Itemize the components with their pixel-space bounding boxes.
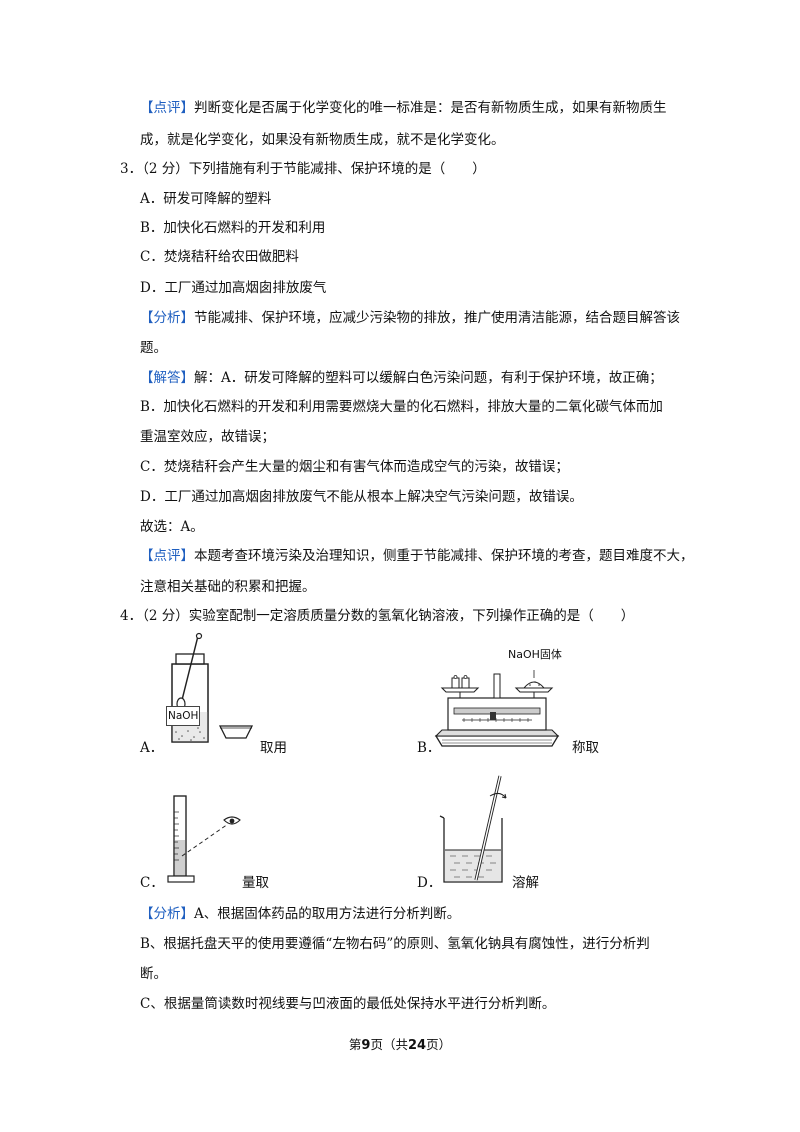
question-3-option-c: C．焚烧秸秆给农田做肥料 bbox=[140, 249, 299, 265]
answer-tag: 【解答】 bbox=[140, 370, 194, 386]
total-pages: 24 bbox=[407, 1038, 427, 1053]
figure-b-balance bbox=[434, 670, 560, 747]
analysis-paragraph-line: 题。 bbox=[140, 340, 167, 356]
analysis-paragraph-line: 【分析】A、根据固体药品的取用方法进行分析判断。 bbox=[140, 906, 461, 922]
question-3-option-d: D．工厂通过加高烟囱排放废气 bbox=[140, 280, 327, 296]
comment-tag: 【点评】 bbox=[140, 100, 194, 116]
question-3-option-b: B．加快化石燃料的开发和利用 bbox=[140, 220, 326, 236]
answer-paragraph-line: D．工厂通过加高烟囱排放废气不能从根本上解决空气污染问题，故错误。 bbox=[140, 489, 583, 505]
answer-choice: 故选：A。 bbox=[140, 519, 204, 535]
analysis-tag: 【分析】 bbox=[140, 310, 194, 326]
answer-paragraph-line: 【解答】解：A．研发可降解的塑料可以缓解白色污染问题，有利于保护环境，故正确； bbox=[140, 370, 663, 386]
comment-tag: 【点评】 bbox=[140, 548, 194, 564]
question-4-option-b-label: B． bbox=[417, 740, 441, 756]
answer-paragraph-line: C．焚烧秸秆会产生大量的烟尘和有害气体而造成空气的污染，故错误； bbox=[140, 459, 569, 475]
analysis-paragraph-line: 【分析】节能减排、保护环境，应减少污染物的排放，推广使用清洁能源，结合题目解答该 bbox=[140, 310, 680, 326]
question-4-option-b-caption: 称取 bbox=[572, 740, 599, 756]
comment-paragraph-line: 成，就是化学变化，如果没有新物质生成，就不是化学变化。 bbox=[140, 132, 505, 148]
question-4-option-a-label: A． bbox=[140, 740, 164, 756]
page-footer: 第9页（共24页） bbox=[348, 1037, 452, 1053]
comment-paragraph-line: 【点评】本题考查环境污染及治理知识，侧重于节能减排、保护环境的考查，题目难度不大… bbox=[140, 548, 694, 564]
analysis-paragraph-line: C、根据量筒读数时视线要与凹液面的最低处保持水平进行分析判断。 bbox=[140, 996, 556, 1012]
analysis-paragraph-line: B、根据托盘天平的使用要遵循“左物右码”的原则、氢氧化钠具有腐蚀性，进行分析判 bbox=[140, 936, 650, 952]
question-4-option-c-caption: 量取 bbox=[242, 875, 269, 891]
answer-paragraph-line: B．加快化石燃料的开发和利用需要燃烧大量的化石燃料，排放大量的二氧化碳气体而加 bbox=[140, 399, 663, 415]
question-4-option-c-label: C． bbox=[140, 875, 164, 891]
figure-d-beaker-stirring bbox=[439, 775, 507, 883]
question-4-stem: 4．（2 分）实验室配制一定溶质质量分数的氢氧化钠溶液，下列操作正确的是（ ） bbox=[120, 608, 635, 624]
figure-a-reagent-bottle bbox=[171, 632, 254, 743]
analysis-tag: 【分析】 bbox=[140, 906, 194, 922]
question-3-stem: 3．（2 分）下列措施有利于节能减排、保护环境的是（ ） bbox=[120, 161, 486, 177]
question-4-option-d-caption: 溶解 bbox=[512, 875, 539, 891]
figure-c-graduated-cylinder bbox=[167, 795, 241, 883]
comment-paragraph-line: 注意相关基础的积累和把握。 bbox=[140, 579, 316, 595]
page-number: 9 bbox=[361, 1038, 371, 1053]
comment-paragraph-line: 【点评】判断变化是否属于化学变化的唯一标准是：是否有新物质生成，如果有新物质生 bbox=[140, 100, 667, 116]
question-4-option-a-caption: 取用 bbox=[260, 740, 287, 756]
analysis-paragraph-line: 断。 bbox=[140, 966, 167, 982]
balance-solid-label: NaOH固体 bbox=[508, 648, 562, 661]
answer-paragraph-line: 重温室效应，故错误； bbox=[140, 429, 275, 445]
question-4-option-d-label: D． bbox=[417, 875, 442, 891]
bottle-label: NaOH bbox=[166, 706, 201, 726]
question-3-option-a: A．研发可降解的塑料 bbox=[140, 191, 272, 207]
